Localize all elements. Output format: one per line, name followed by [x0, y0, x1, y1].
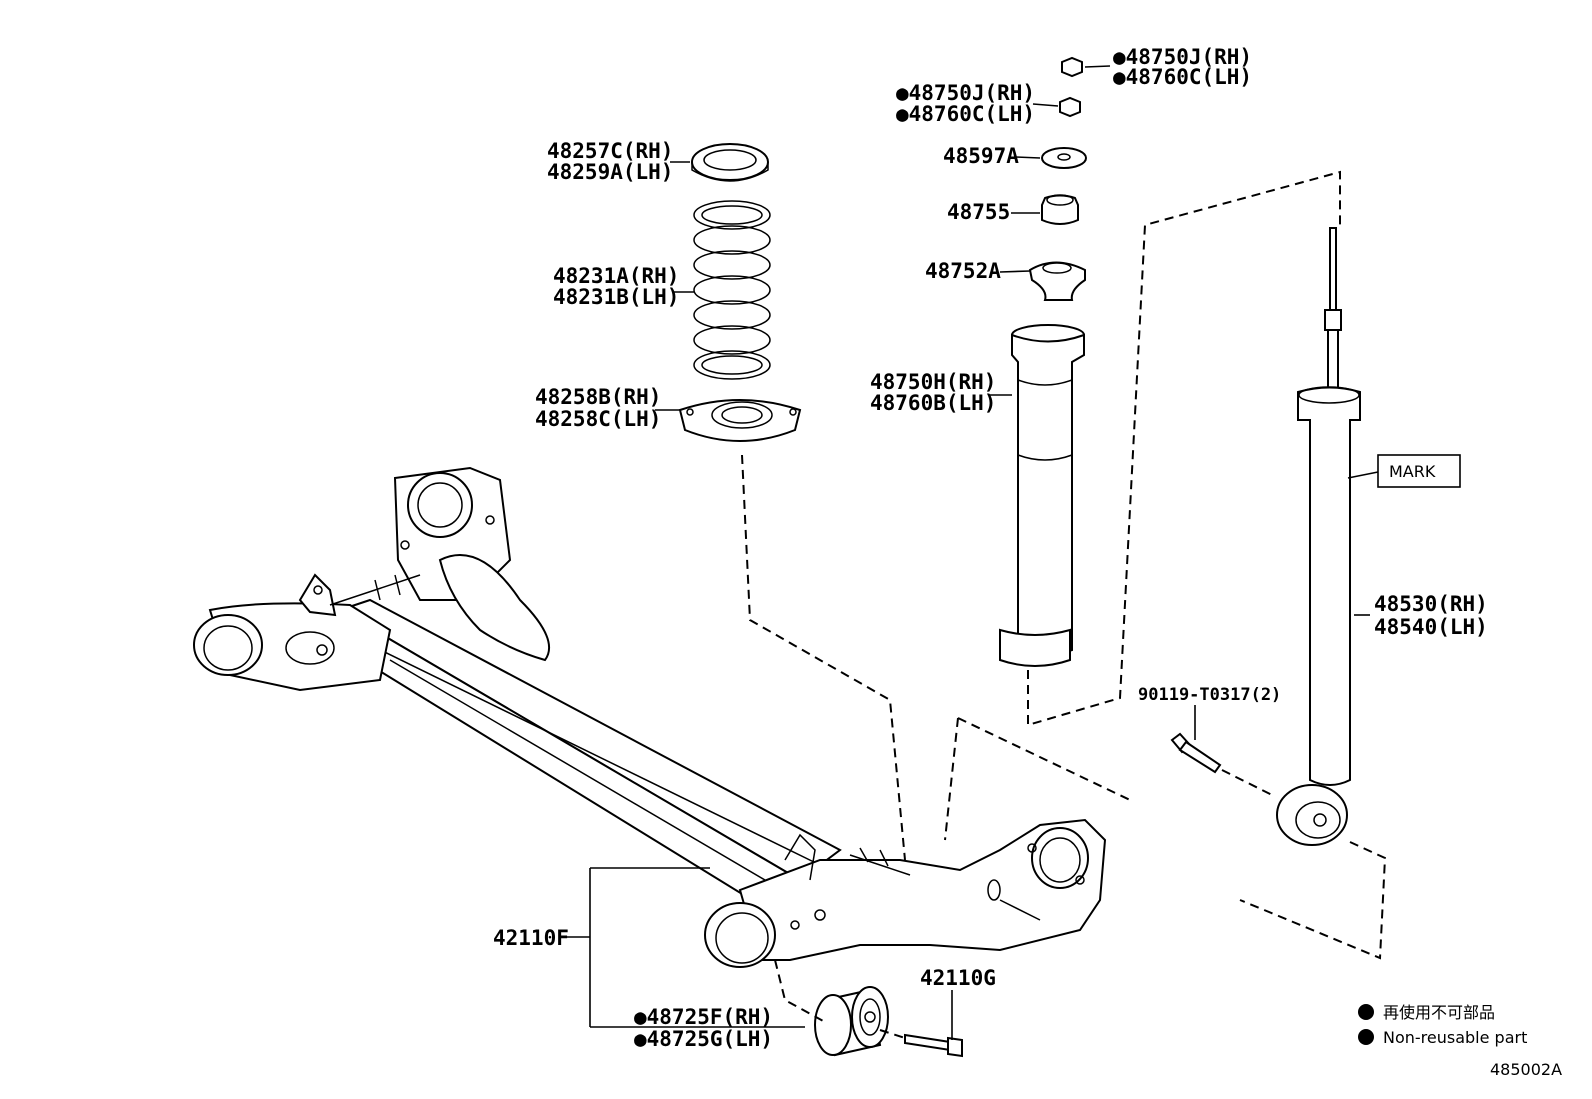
label-bolt: 90119-T0317(2) — [1138, 685, 1281, 705]
label-axle-bolt: 42110G — [920, 966, 996, 990]
label-boot-lh: 48760B(LH) — [870, 391, 996, 415]
upper-spring-seat — [691, 143, 769, 182]
label-spring-seat-upper-lh: 48259A(LH) — [547, 160, 673, 184]
legend-bullet-en — [1358, 1029, 1374, 1045]
upper-cushion — [1041, 194, 1079, 225]
label-spring-seat-lower-lh: 48258C(LH) — [535, 407, 661, 431]
mark-callout-box — [1377, 454, 1461, 488]
label-mark: MARK — [1389, 462, 1436, 481]
label-nut-mid-rh: ●48750J(RH) — [896, 81, 1035, 105]
label-nut-top-lh: ●48760C(LH) — [1113, 65, 1252, 89]
label-washer: 48597A — [943, 144, 1019, 168]
lower-cushion — [1028, 261, 1086, 301]
label-spring-seat-upper-rh: 48257C(RH) — [547, 139, 673, 163]
nut-middle — [1059, 96, 1081, 118]
assembly-dashed-lines — [741, 170, 1387, 1039]
label-bushing-lh: ●48725G(LH) — [634, 1027, 773, 1051]
rear-axle-beam — [193, 466, 1107, 968]
axle-bolt — [904, 1033, 963, 1058]
label-cushion-upper: 48755 — [947, 200, 1010, 224]
legend-text-en: Non-reusable part — [1383, 1028, 1527, 1047]
label-nut-mid-lh: ●48760C(LH) — [896, 102, 1035, 126]
label-nut-top-rh: ●48750J(RH) — [1113, 45, 1252, 69]
label-axle-beam: 42110F — [493, 926, 569, 950]
legend-text-jp: 再使用不可部品 — [1383, 1003, 1495, 1022]
axle-bushing — [814, 986, 889, 1057]
leader-lines — [567, 65, 1379, 1040]
coil-spring — [693, 200, 771, 380]
washer — [1041, 147, 1087, 169]
shock-mount-bolt — [1170, 732, 1222, 774]
label-absorber-lh: 48540(LH) — [1374, 615, 1488, 639]
legend: 再使用不可部品 Non-reusable part — [1358, 1003, 1527, 1047]
dust-boot — [999, 324, 1085, 667]
nut-upper — [1061, 56, 1083, 78]
legend-bullet-jp — [1358, 1004, 1374, 1020]
label-cushion-lower: 48752A — [925, 259, 1001, 283]
label-absorber-rh: 48530(RH) — [1374, 592, 1488, 616]
figure-id: 485002A — [1490, 1060, 1562, 1079]
label-coil-spring-rh: 48231A(RH) — [553, 264, 679, 288]
shock-absorber — [1276, 227, 1361, 846]
label-bushing-rh: ●48725F(RH) — [634, 1005, 773, 1029]
label-spring-seat-lower-rh: 48258B(RH) — [535, 385, 661, 409]
lower-spring-seat — [678, 399, 802, 442]
label-coil-spring-lh: 48231B(LH) — [553, 285, 679, 309]
label-boot-rh: 48750H(RH) — [870, 370, 996, 394]
